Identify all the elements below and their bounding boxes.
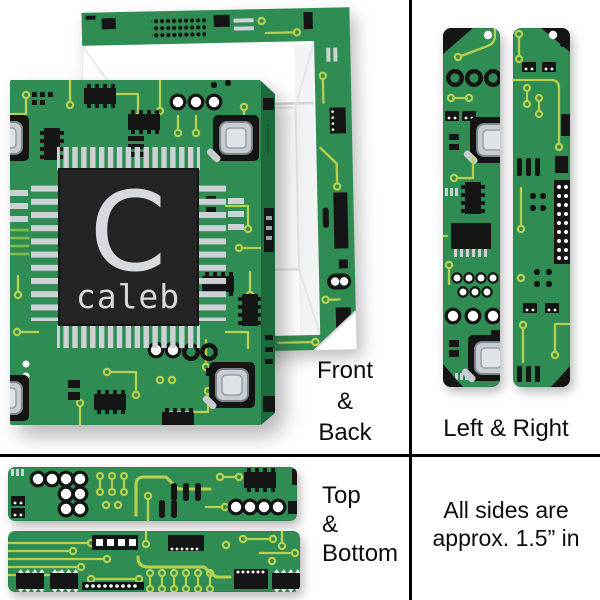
top-bottom-label-line: Bottom <box>322 540 399 567</box>
left-right-label: Left & Right <box>412 414 600 444</box>
dimensions-note: All sides are approx. 1.5” in <box>412 496 600 552</box>
top-bottom-label-line: Top <box>322 482 361 509</box>
canvas-left-side-view <box>443 28 500 387</box>
left-right-label-text: Left & Right <box>443 415 569 442</box>
top-bottom-label-line: & <box>322 511 339 538</box>
vertical-divider <box>409 0 412 600</box>
front-back-label-line: & <box>336 388 353 415</box>
back-canvas-right-edge <box>313 7 357 350</box>
cell-left-right: Left & Right <box>412 0 600 454</box>
canvas-front-view: C caleb <box>10 80 275 425</box>
front-canvas-art: C caleb <box>10 80 261 425</box>
dimensions-note-line: All sides are <box>443 497 569 523</box>
horizontal-divider <box>0 454 600 457</box>
monogram-chip: C caleb <box>10 147 244 348</box>
dimensions-note-line: approx. 1.5” in <box>432 525 580 551</box>
front-back-label: Front & Back <box>286 355 404 448</box>
canvas-bottom-side-view <box>8 531 300 592</box>
top-bottom-label: Top & Bottom <box>322 481 398 568</box>
cell-front-back: C caleb Front & Back <box>10 7 404 448</box>
front-canvas-side-face <box>261 81 275 425</box>
front-back-label-line: Back <box>318 419 372 446</box>
cell-dimensions-note: All sides are approx. 1.5” in <box>412 457 600 600</box>
monogram-initial: C <box>90 168 167 296</box>
canvas-right-side-view <box>513 28 570 387</box>
personalized-name: caleb <box>76 277 180 316</box>
canvas-top-side-view <box>8 467 297 521</box>
cell-top-bottom: Top & Bottom <box>0 457 409 600</box>
back-canvas-top-edge <box>81 7 351 46</box>
front-back-label-line: Front <box>316 357 373 384</box>
